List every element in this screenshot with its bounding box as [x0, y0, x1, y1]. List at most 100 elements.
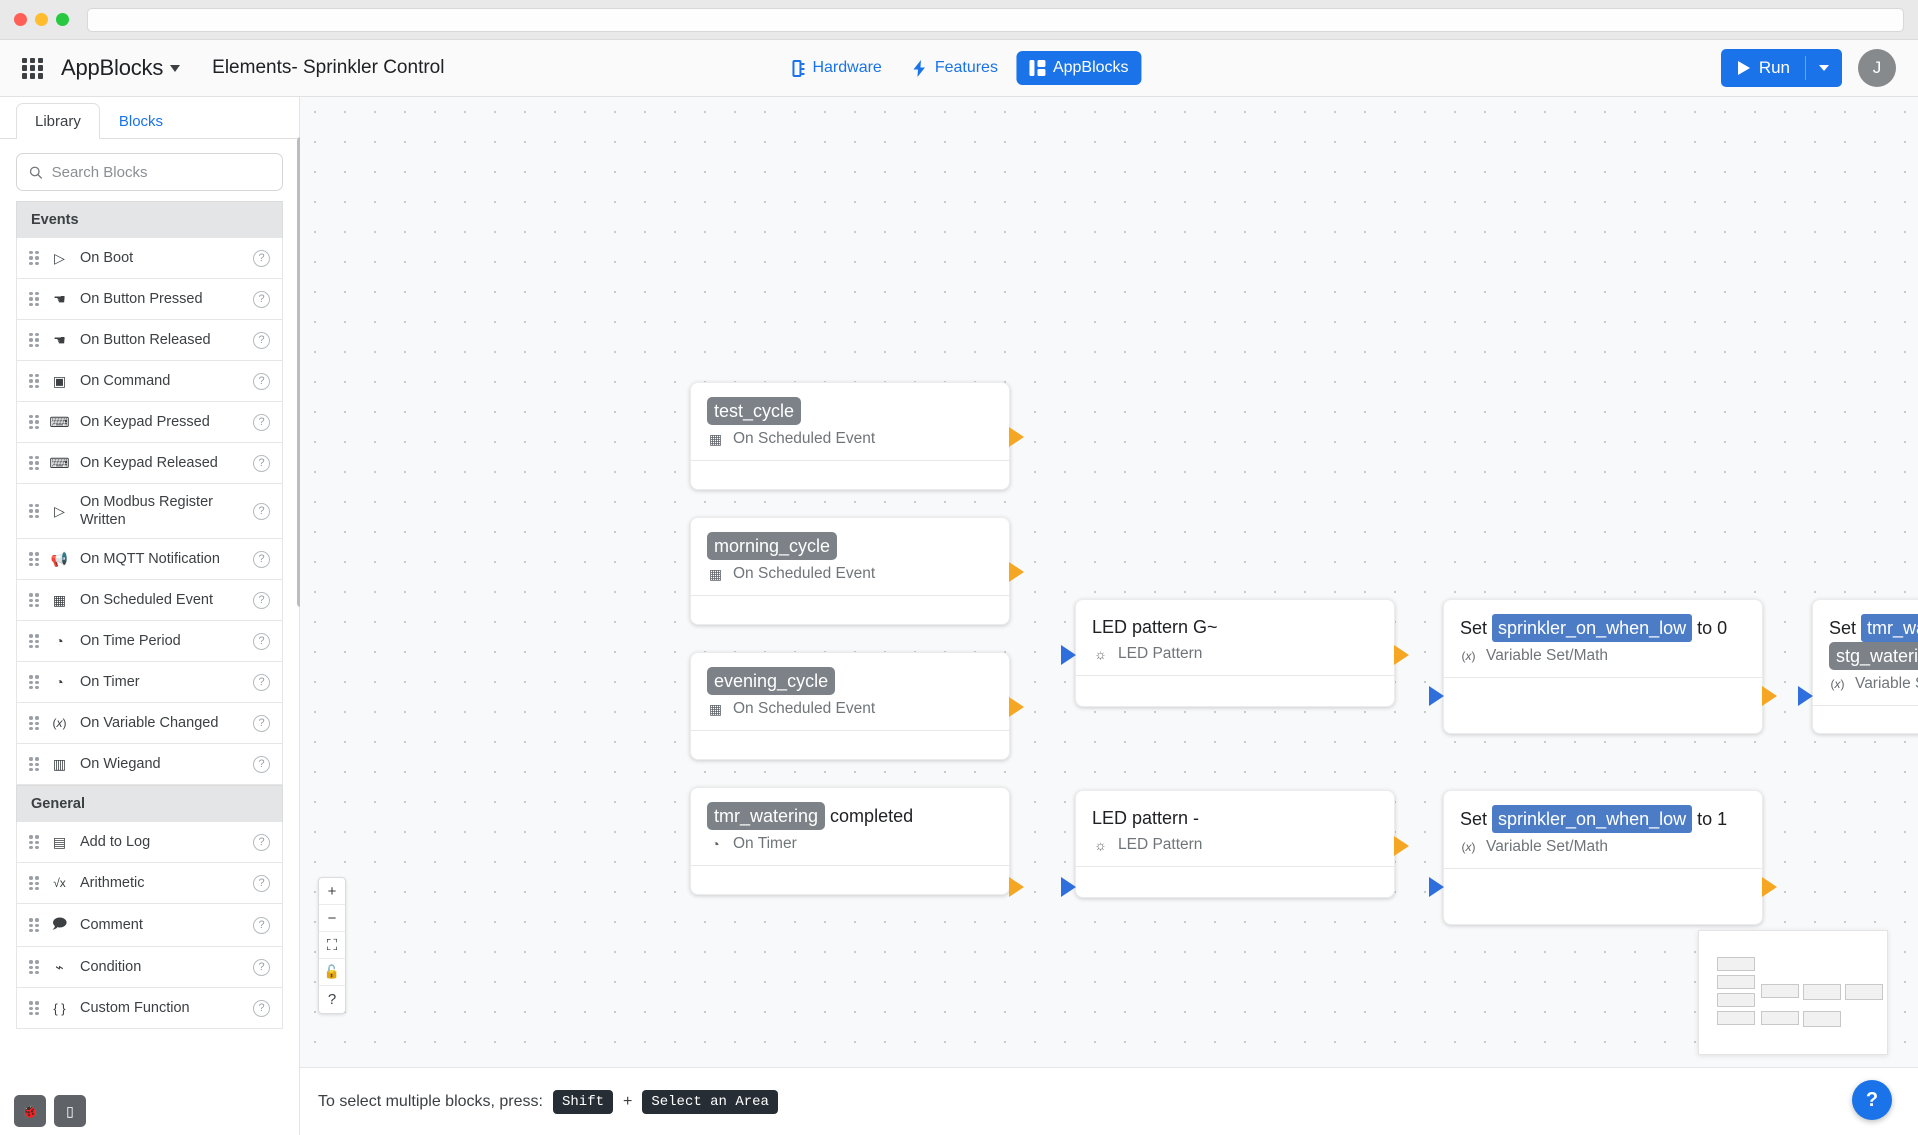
drag-handle-icon[interactable]: [29, 552, 39, 567]
library-item-on-timer[interactable]: ◔ On Timer ?: [16, 662, 283, 704]
help-icon[interactable]: ?: [253, 874, 270, 892]
fit-to-screen-icon[interactable]: ⛶: [319, 932, 345, 959]
help-icon[interactable]: ?: [253, 916, 270, 934]
library-item-on-time-period[interactable]: ◔ On Time Period ?: [16, 621, 283, 663]
help-icon[interactable]: ?: [253, 249, 270, 267]
drag-handle-icon[interactable]: [29, 456, 39, 470]
drag-handle-icon[interactable]: [29, 374, 39, 388]
input-port[interactable]: [1061, 645, 1076, 665]
run-button[interactable]: Run: [1720, 49, 1842, 87]
drag-handle-icon[interactable]: [29, 251, 39, 265]
library-item-on-wiegand[interactable]: ▥ On Wiegand ?: [16, 744, 283, 786]
run-dropdown-button[interactable]: [1805, 56, 1842, 80]
output-port[interactable]: [1762, 877, 1777, 897]
help-icon[interactable]: ?: [253, 550, 270, 568]
input-port[interactable]: [1429, 686, 1444, 706]
nav-item-features[interactable]: Features: [900, 51, 1011, 85]
apps-grid-icon[interactable]: [22, 57, 43, 79]
help-icon[interactable]: ?: [253, 591, 270, 609]
library-item-on-variable-changed[interactable]: (x) On Variable Changed ?: [16, 703, 283, 745]
search-box[interactable]: [16, 153, 283, 191]
library-item-arithmetic[interactable]: √x Arithmetic ?: [16, 863, 283, 905]
library-item-on-button-pressed[interactable]: ☚ On Button Pressed ?: [16, 279, 283, 320]
library-item-comment[interactable]: 🗩 Comment ?: [16, 904, 283, 948]
drag-handle-icon[interactable]: [29, 593, 39, 608]
help-icon[interactable]: ?: [253, 413, 270, 431]
drag-handle-icon[interactable]: [29, 292, 39, 306]
output-port[interactable]: [1394, 836, 1409, 856]
zoom-out-button[interactable]: −: [319, 905, 345, 932]
flow-canvas[interactable]: test_cycle ▦ On Scheduled Event morning_…: [300, 97, 1918, 1135]
help-icon[interactable]: ?: [253, 958, 270, 976]
zoom-in-button[interactable]: +: [319, 878, 345, 905]
avatar[interactable]: J: [1858, 49, 1896, 87]
help-icon[interactable]: ?: [253, 673, 270, 691]
help-icon[interactable]: ?: [253, 632, 270, 650]
block-morning-cycle[interactable]: morning_cycle ▦ On Scheduled Event: [690, 517, 1024, 625]
help-icon[interactable]: ?: [253, 454, 270, 472]
tab-library[interactable]: Library: [16, 103, 100, 139]
block-led-pattern-g[interactable]: LED pattern G~ ☼ LED Pattern: [1061, 599, 1409, 707]
nav-item-hardware[interactable]: Hardware: [776, 51, 894, 85]
nav-item-appblocks[interactable]: AppBlocks: [1015, 51, 1142, 85]
library-item-custom-function[interactable]: { } Custom Function ?: [16, 988, 283, 1030]
block-led-pattern-dash[interactable]: LED pattern - ☼ LED Pattern: [1061, 790, 1409, 898]
drag-handle-icon[interactable]: [29, 634, 39, 649]
drag-handle-icon[interactable]: [29, 675, 39, 690]
input-port[interactable]: [1798, 686, 1813, 706]
lock-icon[interactable]: 🔓: [319, 959, 345, 986]
block-set-tmr-watering[interactable]: Set tmr_watering to stg_watering_time (x…: [1798, 599, 1918, 734]
library-item-condition[interactable]: ⌁ Condition ?: [16, 947, 283, 989]
canvas-help-button[interactable]: ?: [327, 991, 337, 1008]
brand-menu[interactable]: AppBlocks: [61, 55, 181, 81]
address-bar[interactable]: [87, 7, 1904, 32]
output-port[interactable]: [1009, 697, 1024, 717]
block-evening-cycle[interactable]: evening_cycle ▦ On Scheduled Event: [690, 652, 1024, 760]
drag-handle-icon[interactable]: [29, 876, 39, 891]
help-icon[interactable]: ?: [253, 331, 270, 349]
drag-handle-icon[interactable]: [29, 757, 39, 772]
help-icon[interactable]: ?: [253, 755, 270, 773]
maximize-window-icon[interactable]: [56, 13, 69, 26]
library-item-on-keypad-pressed[interactable]: ⌨ On Keypad Pressed ?: [16, 402, 283, 443]
output-port[interactable]: [1009, 877, 1024, 897]
help-icon[interactable]: ?: [253, 372, 270, 390]
drag-handle-icon[interactable]: [29, 333, 39, 347]
canvas-minimap[interactable]: [1698, 930, 1888, 1055]
drag-handle-icon[interactable]: [29, 1001, 39, 1016]
output-port[interactable]: [1009, 427, 1024, 447]
help-icon[interactable]: ?: [253, 833, 270, 851]
chip-icon[interactable]: ▯: [54, 1095, 86, 1127]
block-test-cycle[interactable]: test_cycle ▦ On Scheduled Event: [690, 382, 1024, 490]
search-input[interactable]: [51, 163, 270, 181]
tab-blocks[interactable]: Blocks: [118, 113, 164, 130]
help-icon[interactable]: ?: [253, 714, 270, 732]
drag-handle-icon[interactable]: [29, 504, 39, 519]
close-window-icon[interactable]: [14, 13, 27, 26]
help-icon[interactable]: ?: [253, 999, 270, 1017]
block-tmr-watering-completed[interactable]: tmr_watering completed ◔ On Timer: [690, 787, 1024, 897]
help-icon[interactable]: ?: [253, 502, 270, 520]
library-item-on-boot[interactable]: ▷ On Boot ?: [16, 238, 283, 279]
drag-handle-icon[interactable]: [29, 960, 39, 975]
block-set-sprinkler-low-1[interactable]: Set sprinkler_on_when_low to 1 (x) Varia…: [1429, 790, 1777, 925]
block-set-sprinkler-low-0[interactable]: Set sprinkler_on_when_low to 0 (x) Varia…: [1429, 599, 1777, 734]
library-item-on-button-released[interactable]: ☚ On Button Released ?: [16, 320, 283, 361]
library-item-add-to-log[interactable]: ▤ Add to Log ?: [16, 822, 283, 864]
output-port[interactable]: [1762, 686, 1777, 706]
input-port[interactable]: [1429, 877, 1444, 897]
library-item-on-command[interactable]: ▣ On Command ?: [16, 361, 283, 402]
library-item-on-scheduled-event[interactable]: ▦ On Scheduled Event ?: [16, 580, 283, 622]
drag-handle-icon[interactable]: [29, 835, 39, 850]
output-port[interactable]: [1394, 645, 1409, 665]
library-item-on-keypad-released[interactable]: ⌨ On Keypad Released ?: [16, 443, 283, 484]
output-port[interactable]: [1009, 562, 1024, 582]
help-icon[interactable]: ?: [253, 290, 270, 308]
library-item-on-mqtt-notification[interactable]: 📢 On MQTT Notification ?: [16, 539, 283, 581]
drag-handle-icon[interactable]: [29, 415, 39, 429]
minimize-window-icon[interactable]: [35, 13, 48, 26]
input-port[interactable]: [1061, 877, 1076, 897]
bug-icon[interactable]: 🐞: [14, 1095, 46, 1127]
help-fab-button[interactable]: ?: [1852, 1080, 1892, 1120]
drag-handle-icon[interactable]: [29, 716, 39, 731]
